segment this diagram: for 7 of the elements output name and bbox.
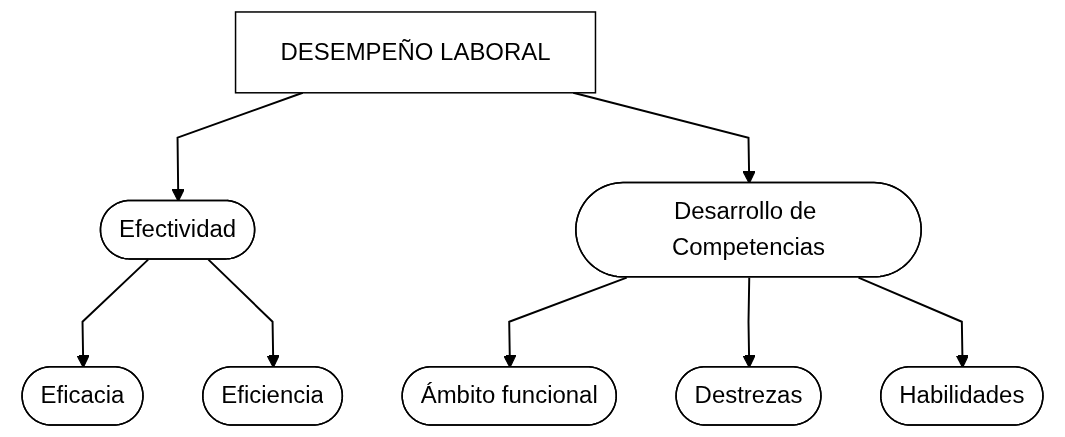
arrow [857, 276, 969, 368]
node-box: DESEMPEÑO LABORAL [234, 11, 597, 94]
arrow [742, 276, 756, 368]
arrow [76, 258, 150, 368]
arrow [171, 91, 304, 202]
arrow [207, 258, 280, 368]
arrow [503, 276, 628, 368]
